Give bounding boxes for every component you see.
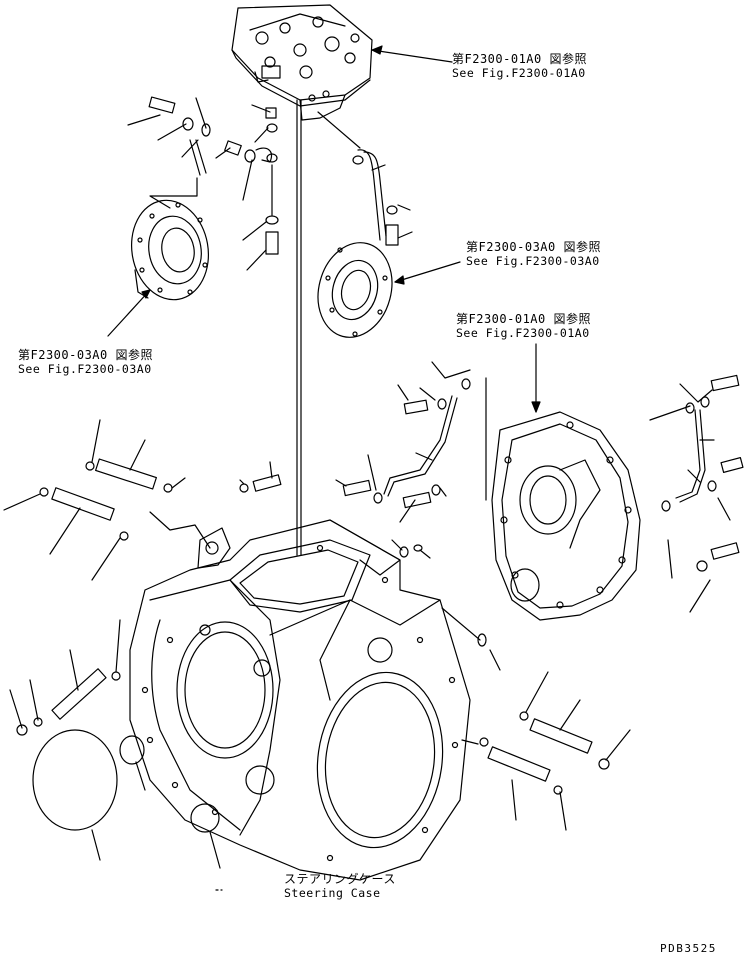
ref-label-right-cover: 第F2300-03A0 図参照 See Fig.F2300-03A0: [466, 240, 601, 268]
main-part-label: ステアリングケース Steering Case: [284, 872, 396, 900]
left-end-cover: [107, 199, 210, 337]
left-upper-fittings: [127, 96, 279, 271]
steering-case: [129, 519, 471, 881]
left-pins-and-plugs: [3, 419, 282, 869]
ref-label-housing-jp: 第F2300-01A0 図参照: [456, 312, 591, 326]
ref-label-left-cover-jp: 第F2300-03A0 図参照: [18, 348, 153, 362]
ref-label-housing: 第F2300-01A0 図参照 See Fig.F2300-01A0: [456, 312, 591, 340]
right-pins-and-plugs: [441, 607, 631, 831]
right-tube-assembly: [649, 374, 744, 613]
ref-label-left-cover-en: See Fig.F2300-03A0: [18, 362, 152, 376]
ref-label-housing-en: See Fig.F2300-01A0: [456, 326, 590, 340]
ref-label-top: 第F2300-01A0 図参照 See Fig.F2300-01A0: [452, 52, 587, 80]
transmission-housing: [491, 343, 641, 621]
control-valve-block: [231, 4, 373, 121]
main-part-label-jp: ステアリングケース: [284, 872, 396, 886]
right-end-cover: [317, 111, 461, 338]
mid-tube-assembly: [335, 361, 487, 559]
ref-label-top-jp: 第F2300-01A0 図参照: [452, 52, 587, 66]
ref-label-left-cover: 第F2300-03A0 図参照 See Fig.F2300-03A0: [18, 348, 153, 376]
ref-label-top-en: See Fig.F2300-01A0: [452, 66, 586, 80]
main-part-label-en: Steering Case: [284, 886, 381, 900]
ref-label-right-cover-jp: 第F2300-03A0 図参照: [466, 240, 601, 254]
drawing-code: PDB3525: [660, 942, 717, 955]
ref-label-right-cover-en: See Fig.F2300-03A0: [466, 254, 600, 268]
